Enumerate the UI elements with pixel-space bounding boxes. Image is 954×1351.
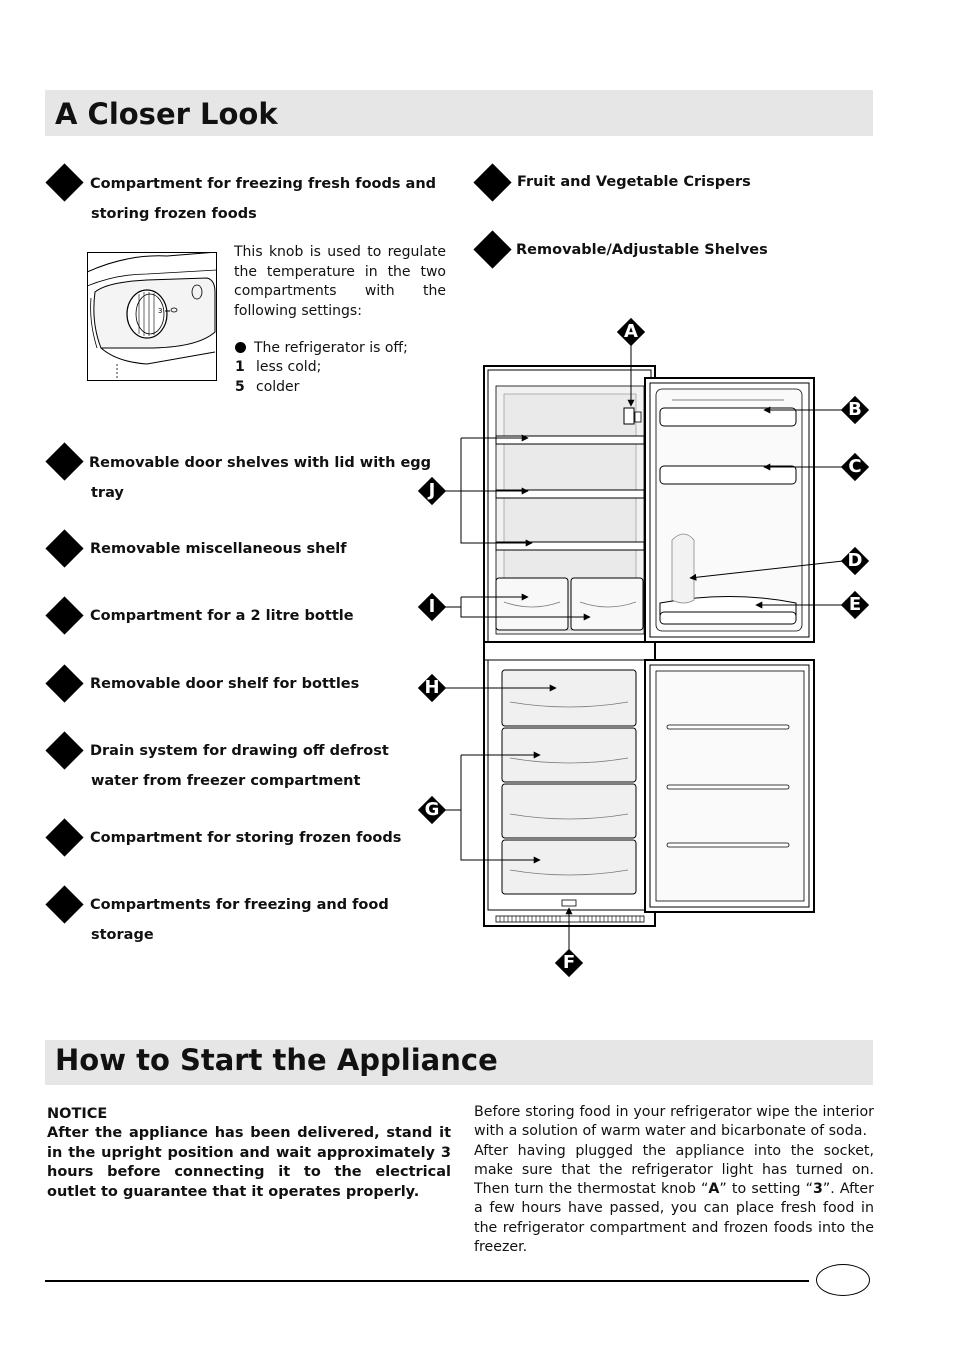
item-adjustable-shelves: Removable/Adjustable Shelves [516, 242, 768, 258]
refrigerator-diagram [444, 342, 844, 952]
knob-description: This knob is used to regulate the temper… [234, 244, 446, 319]
bullet-diamond-icon [45, 529, 84, 568]
label-h: H [424, 677, 440, 698]
knob-setting-1: 1 less cold; [235, 358, 321, 378]
label-a: A [624, 321, 638, 342]
bullet-diamond-icon [473, 230, 512, 269]
bullet-diamond-icon [45, 596, 84, 635]
bullet-diamond-icon [45, 731, 84, 770]
setting-ref: 3 [813, 1181, 823, 1198]
item-line: tray [91, 485, 124, 501]
dial-mark: 3 [158, 307, 162, 315]
item-freezing-compartment: Compartment for freezing fresh foods and… [90, 169, 436, 229]
start-paragraph-1: Before storing food in your refrigerator… [474, 1104, 874, 1140]
label-c: C [848, 456, 862, 477]
setting-key: 5 [235, 379, 245, 395]
item-crispers: Fruit and Vegetable Crispers [517, 174, 751, 190]
item-line: Drain system for drawing off defrost [90, 743, 389, 759]
item-line: water from freezer compartment [91, 773, 361, 789]
bullet-diamond-icon [45, 442, 84, 481]
thermostat-knob-image: 3 [87, 252, 217, 381]
bullet-diamond-icon [473, 163, 512, 202]
section-title-closer-look: A Closer Look [45, 90, 873, 136]
bullet-diamond-icon [45, 664, 84, 703]
section-title-start: How to Start the Appliance [45, 1040, 873, 1085]
label-j: J [428, 480, 436, 501]
item-drain-system: Drain system for drawing off defrost wat… [90, 736, 389, 796]
start-instructions: Before storing food in your refrigerator… [474, 1103, 874, 1257]
item-line: storing frozen foods [91, 206, 257, 222]
setting-text: less cold; [256, 359, 322, 375]
knob-setting-5: 5 colder [235, 378, 299, 398]
label-i: I [428, 596, 436, 617]
notice-body: After the appliance has been delivered, … [47, 1125, 451, 1200]
label-e: E [848, 594, 862, 615]
bullet-diamond-icon [45, 163, 84, 202]
setting-text: colder [256, 379, 300, 395]
footer-rule [45, 1280, 809, 1282]
label-b: B [848, 399, 862, 420]
knob-setting-off: The refrigerator is off; [235, 339, 408, 359]
text-run: After having plugged the appliance into … [474, 1142, 874, 1198]
item-door-shelf-bottles: Removable door shelf for bottles [90, 676, 360, 692]
notice-block: NOTICE After the appliance has been deli… [47, 1105, 451, 1202]
start-paragraph-2: After having plugged the appliance into … [474, 1142, 874, 1258]
item-misc-shelf: Removable miscellaneous shelf [90, 541, 347, 557]
text-run: ” to setting “ [719, 1181, 814, 1198]
notice-heading: NOTICE [47, 1106, 108, 1122]
page-number-oval [816, 1264, 870, 1296]
setting-text: The refrigerator is off; [254, 340, 408, 356]
item-door-shelves-egg: Removable door shelves with lid with egg… [89, 448, 431, 508]
item-frozen-storage: Compartment for storing frozen foods [90, 830, 402, 846]
knob-ref: A [708, 1181, 720, 1198]
off-dot-icon [235, 342, 246, 353]
text-run: ”. After a few hours have passed, you ca… [474, 1181, 874, 1256]
label-d: D [847, 550, 863, 571]
item-line: storage [91, 927, 154, 943]
item-line: Compartment for freezing fresh foods and [90, 176, 437, 192]
item-line: Removable door shelves with lid with egg [89, 455, 432, 471]
bullet-diamond-icon [45, 818, 84, 857]
item-line: Compartments for freezing and food [90, 897, 389, 913]
label-g: G [424, 799, 440, 820]
item-freezing-storage: Compartments for freezing and food stora… [90, 890, 389, 950]
setting-key: 1 [235, 359, 245, 375]
bullet-diamond-icon [45, 885, 84, 924]
item-bottle-compartment: Compartment for a 2 litre bottle [90, 608, 354, 624]
label-f: F [562, 952, 576, 973]
